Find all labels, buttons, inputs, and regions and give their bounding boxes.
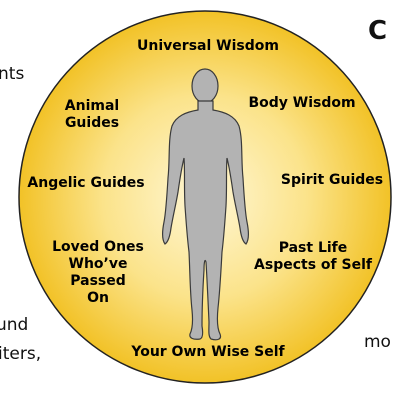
label-spirit-guides: Spirit Guides [270, 172, 393, 189]
label-loved-ones-passed-on: Loved Ones Who’ve Passed On [40, 239, 156, 307]
label-body-wisdom: Body Wisdom [240, 95, 364, 112]
label-past-life-aspects: Past Life Aspects of Self [243, 240, 383, 274]
label-your-own-wise-self: Your Own Wise Self [108, 344, 308, 361]
label-universal-wisdom: Universal Wisdom [128, 38, 288, 55]
label-animal-guides: Animal Guides [57, 98, 127, 132]
figure-head [192, 69, 218, 103]
label-angelic-guides: Angelic Guides [6, 175, 166, 192]
